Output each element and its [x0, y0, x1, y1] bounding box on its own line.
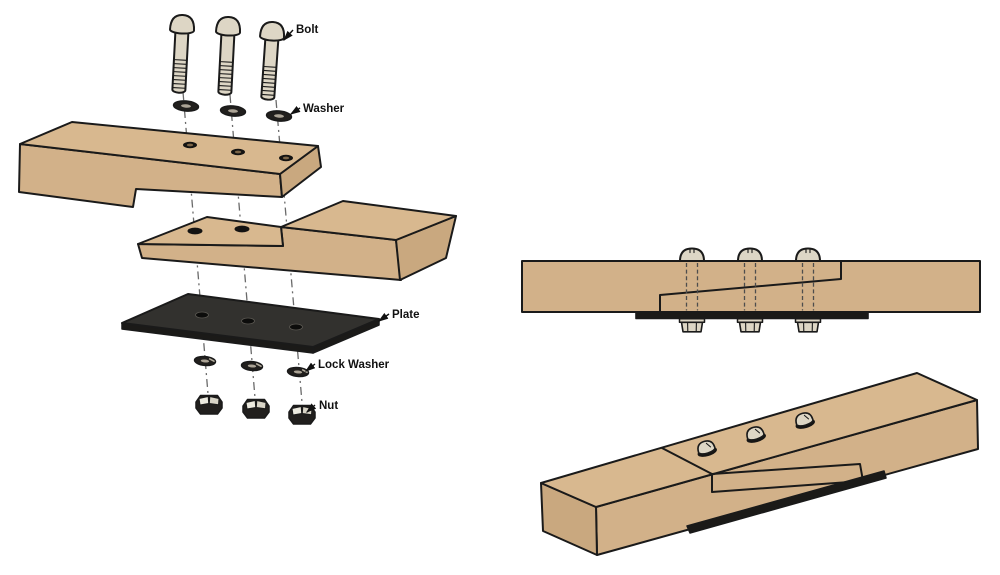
persp-plate-edge [686, 470, 887, 534]
backing-plate [121, 293, 380, 354]
hex-nut-1 [195, 394, 223, 415]
bottom-board-holes [187, 225, 250, 235]
side-plate [635, 311, 869, 320]
assembled-side-view [521, 247, 981, 333]
leader-plate [377, 312, 390, 322]
flat-washer-1 [172, 99, 200, 113]
lock-washer-2 [240, 359, 264, 373]
lock-washer-1 [193, 354, 217, 368]
side-joint-line [659, 261, 842, 312]
hex-nut-2 [242, 398, 270, 419]
label-nut: Nut [319, 400, 338, 412]
flat-washer-2 [219, 104, 247, 118]
bolt-1 [165, 13, 196, 95]
bottom-board [137, 200, 457, 281]
leader-lock-washer [304, 362, 316, 372]
exploded-view: Bolt Washer Plate Lock Washer Nut [18, 13, 457, 425]
label-lock-washer: Lock Washer [318, 359, 390, 371]
top-board-holes [183, 141, 293, 162]
bolt-3 [254, 20, 287, 102]
persp-joint-line-top [661, 447, 713, 475]
bottom-board-lap-face [137, 216, 284, 247]
lock-washer-3 [286, 365, 310, 379]
leader-washer [289, 106, 301, 115]
label-plate: Plate [392, 309, 420, 321]
leader-nut [305, 403, 317, 413]
callouts: Bolt Washer Plate Lock Washer Nut [283, 24, 420, 413]
label-washer: Washer [303, 103, 345, 115]
top-board [18, 121, 322, 208]
assembled-perspective-view [540, 372, 979, 556]
bottom-board-top-face [280, 200, 457, 241]
label-bolt: Bolt [296, 24, 319, 36]
top-board-top-face [19, 121, 319, 175]
leader-bolt [283, 29, 294, 42]
plate-holes [195, 311, 303, 331]
bolt-2 [211, 15, 242, 97]
flat-washer-3 [265, 109, 293, 123]
